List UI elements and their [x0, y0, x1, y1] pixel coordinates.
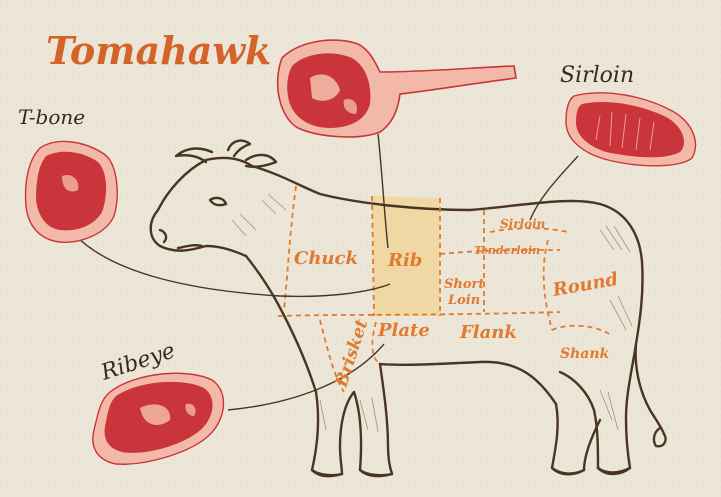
cut-label-sirloin: Sirloin — [500, 217, 545, 231]
sirloin-title: Sirloin — [560, 63, 634, 88]
tomahawk-title: Tomahawk — [46, 28, 271, 73]
cut-label-rib: Rib — [387, 250, 422, 271]
cut-label-short: Short — [444, 277, 484, 292]
cut-label-flank: Flank — [459, 322, 517, 343]
cut-label-tenderloin: Tenderloin — [474, 244, 540, 257]
tbone-title: T-bone — [18, 105, 85, 129]
tbone-steak — [26, 141, 118, 242]
cut-label-shank: Shank — [560, 346, 610, 362]
cut-label-plate: Plate — [377, 320, 430, 341]
cut-label-chuck: Chuck — [294, 248, 358, 269]
cut-label-loin: Loin — [447, 293, 480, 308]
